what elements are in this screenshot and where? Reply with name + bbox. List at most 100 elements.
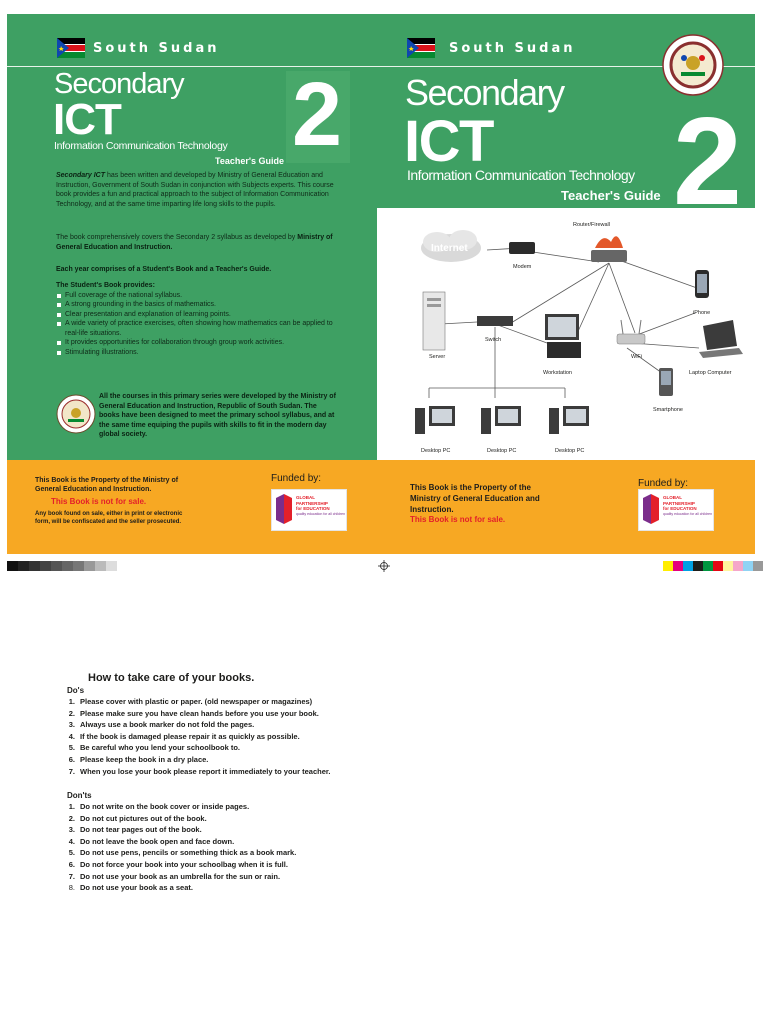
- workstation-icon: [545, 314, 581, 358]
- diagram-label-switch: Switch: [485, 337, 501, 343]
- diagram-label-desktop3: Desktop PC: [555, 448, 584, 454]
- list-item: 1.Please cover with plastic or paper. (o…: [68, 697, 313, 706]
- gpe-book-icon: [276, 494, 292, 524]
- list-item: 2.Please make sure you have clean hands …: [68, 708, 319, 718]
- list-item: 7.Do not use your book as an umbrella fo…: [68, 871, 281, 881]
- front-top-rule: [377, 66, 755, 67]
- gpe-logo: GLOBAL PARTNERSHIP for EDUCATION quality…: [271, 489, 347, 531]
- gpe-tagline: quality education for all children: [663, 511, 713, 516]
- server-icon: [422, 291, 446, 351]
- list-item: Stimulating illustrations.: [56, 348, 341, 358]
- list-item: 5.Be careful who you lend your schoolboo…: [68, 743, 241, 753]
- diagram-label-modem: Modem: [513, 264, 532, 270]
- back-book-type: Teacher's Guide: [215, 156, 284, 166]
- donts-label: Don'ts: [67, 791, 92, 800]
- wifi-router-icon: [616, 319, 646, 345]
- south-sudan-flag-icon: [57, 38, 85, 58]
- back-provides-list: Full coverage of the national syllabus. …: [56, 291, 341, 358]
- grayscale-bar: [7, 561, 117, 571]
- gpe-line1: GLOBAL: [296, 495, 315, 500]
- front-subject-title: ICT: [404, 109, 494, 174]
- back-grade-number: 2: [292, 65, 343, 165]
- back-confiscate-text: Any book found on sale, either in print …: [35, 511, 183, 525]
- diagram-label-wifi: WiFi: [631, 354, 642, 360]
- front-property-text: This Book is the Property of the Ministr…: [410, 483, 540, 514]
- modem-icon: [509, 242, 535, 254]
- diagram-label-router: Router/Firewall: [573, 222, 610, 228]
- front-series-title: Secondary: [405, 72, 565, 113]
- gpe-line3: for EDUCATION: [663, 506, 697, 511]
- diagram-label-desktop1: Desktop PC: [421, 448, 450, 454]
- desktop-pc-icon: [549, 406, 589, 434]
- list-item: 3.Always use a book marker do not fold t…: [68, 720, 255, 730]
- gpe-line2: PARTNERSHIP: [296, 500, 328, 506]
- list-item: 6.Please keep the book in a dry place.: [68, 754, 209, 764]
- back-orange-band: This Book is the Property of the Ministr…: [7, 460, 377, 554]
- list-item: It provides opportunities for collaborat…: [56, 338, 341, 348]
- iphone-icon: [695, 270, 709, 298]
- diagram-label-desktop2: Desktop PC: [487, 448, 516, 454]
- color-bar: [663, 561, 763, 571]
- list-item: 1.Do not write on the book cover or insi…: [68, 802, 250, 811]
- network-diagram: Internet Router/Firewall Modem iPhone Se…: [377, 208, 755, 460]
- front-cover: South Sudan Secondary ICT Information Co…: [377, 14, 755, 554]
- back-subject-title: ICT: [53, 95, 122, 144]
- gpe-tagline: quality education for all children: [296, 511, 346, 516]
- ministry-seal-icon: [56, 394, 96, 434]
- list-item: 4.If the book is damaged please repair i…: [68, 731, 300, 741]
- gpe-line2: PARTNERSHIP: [663, 500, 695, 506]
- back-country-name: South Sudan: [93, 41, 220, 56]
- back-top-rule: [7, 66, 377, 67]
- desktop-pc-icon: [415, 406, 455, 434]
- front-subject-full: Information Communication Technology: [407, 167, 635, 183]
- south-sudan-flag-icon: [407, 38, 435, 58]
- list-item: Clear presentation and explanation of le…: [56, 310, 341, 320]
- front-funded-by: Funded by:: [638, 478, 689, 489]
- internet-cloud-icon: [421, 230, 481, 262]
- diagram-label-iphone: iPhone: [693, 310, 710, 316]
- back-year-text: Each year comprises of a Student's Book …: [56, 266, 272, 273]
- list-item: 3.Do not tear pages out of the book.: [68, 825, 202, 835]
- front-orange-band: This Book is the Property of the Ministr…: [377, 460, 755, 554]
- gpe-book-icon: [643, 494, 659, 524]
- list-item: 7.When you lose your book please report …: [68, 766, 331, 776]
- switch-icon: [477, 316, 513, 326]
- back-syllabus-bold: Ministry of General Education and Instru…: [56, 234, 333, 251]
- donts-list: 1.Do not write on the book cover or insi…: [57, 801, 297, 894]
- gpe-line1: GLOBAL: [663, 495, 682, 500]
- back-subject-full: Information Communication Technology: [54, 140, 228, 152]
- list-item: 8.Do not use your book as a seat.: [68, 883, 193, 893]
- front-not-for-sale: This Book is not for sale.: [410, 515, 506, 524]
- dos-label: Do's: [67, 686, 85, 695]
- back-year-paragraph: Each year comprises of a Student's Book …: [56, 265, 341, 275]
- front-country-name: South Sudan: [449, 41, 576, 56]
- back-cover: South Sudan 2 Secondary ICT Information …: [7, 14, 377, 554]
- list-item: A strong grounding in the basics of math…: [56, 300, 341, 310]
- desktop-pc-icon: [481, 406, 521, 434]
- back-property-text: This Book is the Property of the Ministr…: [35, 477, 179, 493]
- back-syllabus-paragraph: The book comprehensively covers the Seco…: [56, 233, 341, 252]
- diagram-label-smartphone: Smartphone: [653, 407, 683, 413]
- registration-mark-icon: [378, 560, 390, 572]
- back-series-note: All the courses in this primary series w…: [99, 392, 339, 440]
- list-item: 6.Do not force your book into your schoo…: [68, 859, 288, 869]
- list-item: Full coverage of the national syllabus.: [56, 291, 341, 301]
- router-firewall-icon: [591, 236, 627, 262]
- list-item: A wide variety of practice exercises, of…: [56, 319, 341, 338]
- diagram-label-laptop: Laptop Computer: [689, 370, 732, 376]
- gpe-logo-text: GLOBAL PARTNERSHIP for EDUCATION quality…: [663, 495, 712, 517]
- back-intro-rest: has been written and developed by Minist…: [56, 172, 334, 208]
- back-not-for-sale: This Book is not for sale.: [51, 497, 147, 506]
- back-series-title: Secondary: [54, 68, 185, 100]
- republic-seal-icon: [662, 34, 724, 96]
- back-funded-by: Funded by:: [271, 473, 322, 484]
- front-grade-number: 2: [673, 93, 742, 231]
- diagram-label-workstation: Workstation: [543, 370, 572, 376]
- back-intro-bold: Secondary ICT: [56, 172, 106, 179]
- back-series-note-text: All the courses in this primary series w…: [99, 393, 336, 438]
- back-syllabus-text: The book comprehensively covers the Seco…: [56, 234, 298, 241]
- back-provides-section: The Student's Book provides: Full covera…: [56, 281, 341, 357]
- back-grade-block: [286, 71, 350, 163]
- diagram-label-internet: Internet: [431, 243, 468, 254]
- front-book-type: Teacher's Guide: [561, 188, 661, 203]
